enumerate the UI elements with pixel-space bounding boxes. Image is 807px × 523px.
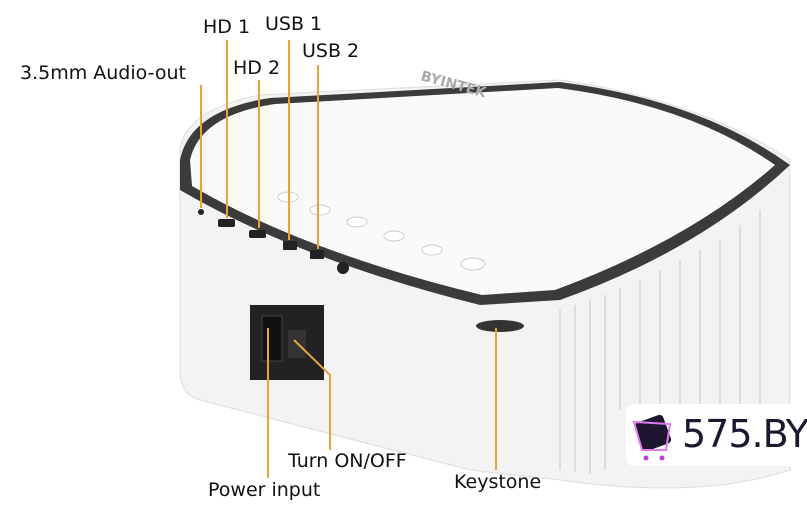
keystone-wheel bbox=[476, 320, 524, 332]
usb2-port bbox=[310, 250, 324, 259]
hdmi1-port bbox=[218, 219, 235, 227]
label-power-input: Power input bbox=[208, 479, 321, 501]
label-usb1: USB 1 bbox=[265, 13, 323, 35]
hdmi2-port bbox=[249, 230, 266, 238]
label-hd1: HD 1 bbox=[203, 16, 251, 38]
cart-logo-icon bbox=[632, 414, 672, 461]
ports bbox=[198, 209, 349, 274]
label-keystone: Keystone bbox=[454, 471, 542, 493]
label-turn-on-off: Turn ON/OFF bbox=[288, 450, 407, 472]
label-hd2: HD 2 bbox=[233, 57, 281, 79]
watermark-text: 575.BY bbox=[682, 412, 807, 456]
label-usb2: USB 2 bbox=[302, 40, 360, 62]
label-audio-out: 3.5mm Audio-out bbox=[20, 62, 186, 84]
watermark: 575.BY bbox=[626, 404, 807, 466]
usb1-port bbox=[283, 241, 297, 250]
audio-port bbox=[198, 209, 204, 215]
power-socket bbox=[250, 305, 324, 380]
